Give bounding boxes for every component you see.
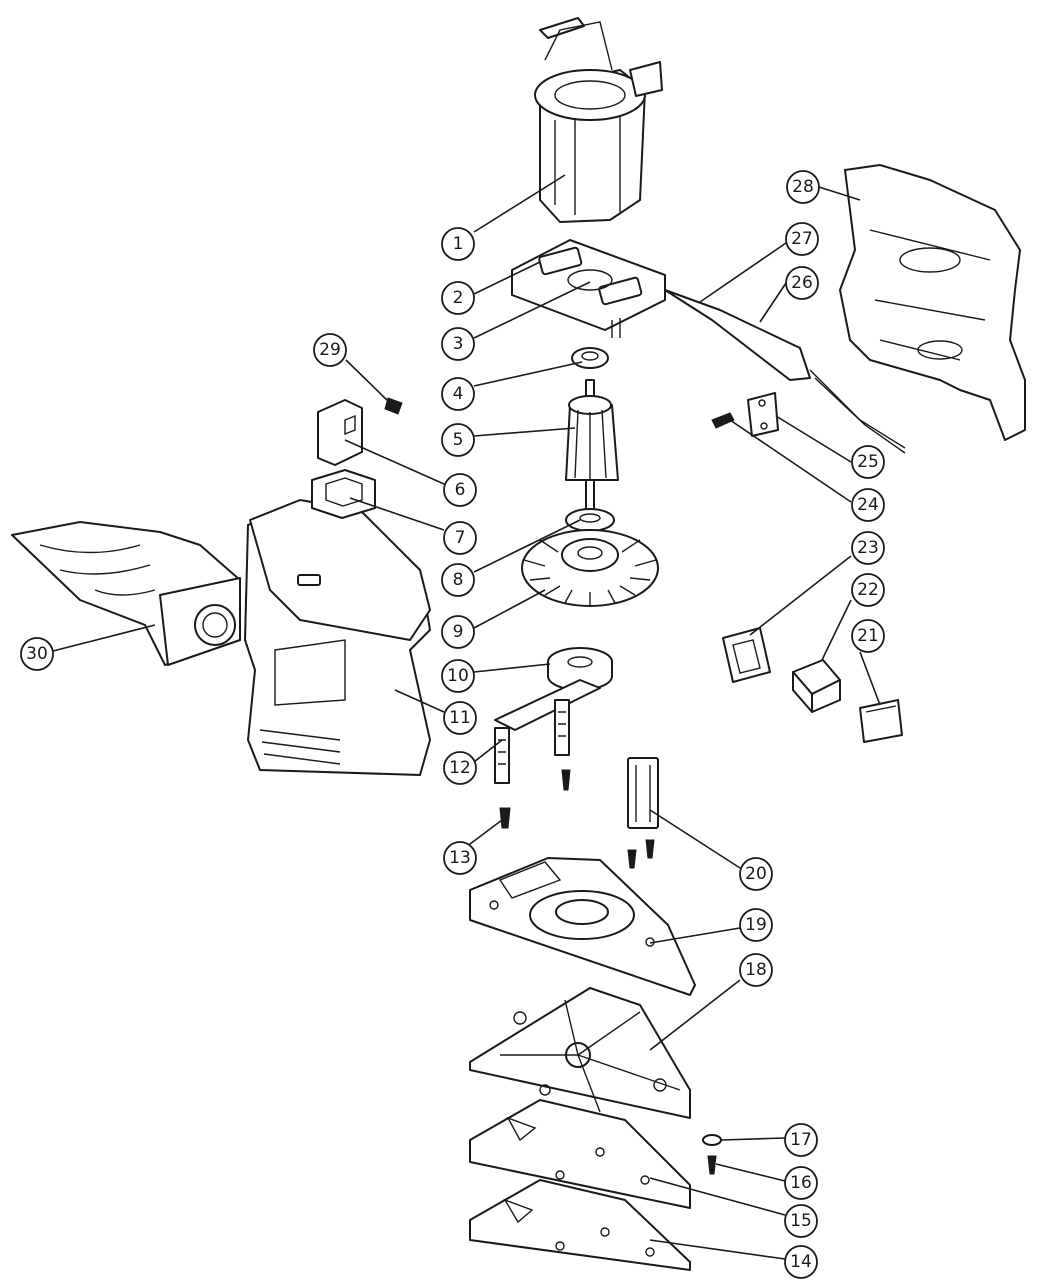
callout-label: 12 — [449, 758, 471, 778]
callout-25: 25 — [851, 445, 885, 479]
part-housing — [244, 499, 431, 776]
callout-label: 28 — [792, 177, 814, 197]
callout-label: 26 — [791, 273, 813, 293]
callout-label: 21 — [857, 626, 879, 646]
callout-label: 11 — [449, 708, 471, 728]
callout-28: 28 — [786, 170, 820, 204]
callout-26: 26 — [785, 266, 819, 300]
callout-label: 19 — [745, 915, 767, 935]
part-power-cord — [664, 289, 906, 454]
part-switch — [792, 659, 841, 713]
callout-label: 10 — [447, 666, 469, 686]
callout-20: 20 — [739, 857, 773, 891]
callout-1: 1 — [441, 227, 475, 261]
callout-17: 17 — [784, 1123, 818, 1157]
part-switch-frame — [722, 627, 771, 683]
callout-label: 2 — [453, 288, 464, 308]
callout-label: 20 — [745, 864, 767, 884]
callout-16: 16 — [784, 1166, 818, 1200]
callout-9: 9 — [441, 615, 475, 649]
callout-5: 5 — [441, 423, 475, 457]
callout-label: 14 — [790, 1252, 812, 1272]
callout-label: 30 — [26, 644, 48, 664]
callout-label: 9 — [453, 622, 464, 642]
callout-label: 8 — [453, 570, 464, 590]
part-filter — [311, 399, 376, 519]
part-guide-block — [627, 757, 659, 829]
callout-label: 3 — [453, 334, 464, 354]
callout-label: 6 — [455, 480, 466, 500]
part-housing-half — [839, 164, 1026, 441]
callout-label: 24 — [857, 495, 879, 515]
callout-27: 27 — [785, 222, 819, 256]
part-pad-15 — [469, 1099, 691, 1209]
leader-lines — [52, 174, 881, 1260]
part-backing-plate — [469, 987, 691, 1119]
part-screw-washer — [702, 1134, 722, 1175]
callout-label: 18 — [745, 960, 767, 980]
callout-label: 13 — [449, 848, 471, 868]
part-switch-cover — [859, 699, 903, 743]
callout-2: 2 — [441, 281, 475, 315]
callout-21: 21 — [851, 619, 885, 653]
callout-15: 15 — [784, 1204, 818, 1238]
callout-22: 22 — [851, 573, 885, 607]
callout-label: 4 — [453, 384, 464, 404]
part-bracket — [494, 679, 601, 784]
callout-label: 23 — [857, 538, 879, 558]
callout-6: 6 — [443, 473, 477, 507]
part-dust-bag — [11, 521, 241, 666]
callout-label: 22 — [857, 580, 879, 600]
callout-label: 7 — [455, 528, 466, 548]
callout-11: 11 — [443, 701, 477, 735]
part-bearing-top — [571, 347, 609, 369]
part-fan — [521, 529, 659, 607]
callout-8: 8 — [441, 563, 475, 597]
callout-14: 14 — [784, 1245, 818, 1279]
callout-label: 5 — [453, 430, 464, 450]
callout-23: 23 — [851, 531, 885, 565]
part-bearing-lower — [565, 508, 615, 532]
callout-18: 18 — [739, 953, 773, 987]
callout-29: 29 — [313, 333, 347, 367]
callout-3: 3 — [441, 327, 475, 361]
part-pad-support — [469, 857, 696, 996]
part-brush-plate — [511, 239, 666, 338]
part-counterweight — [547, 647, 613, 691]
callout-24: 24 — [851, 488, 885, 522]
callout-12: 12 — [443, 751, 477, 785]
callout-30: 30 — [20, 637, 54, 671]
callout-label: 27 — [791, 229, 813, 249]
callout-label: 16 — [790, 1173, 812, 1193]
callout-4: 4 — [441, 377, 475, 411]
callout-label: 17 — [790, 1130, 812, 1150]
part-sheet-14 — [469, 1179, 691, 1271]
callout-label: 29 — [319, 340, 341, 360]
part-screws-small — [499, 769, 655, 869]
part-stator — [534, 17, 663, 223]
callout-13: 13 — [443, 841, 477, 875]
callout-label: 1 — [453, 234, 464, 254]
callout-label: 15 — [790, 1211, 812, 1231]
callout-label: 25 — [857, 452, 879, 472]
callout-10: 10 — [441, 659, 475, 693]
part-cord-clamp — [711, 392, 779, 437]
callout-7: 7 — [443, 521, 477, 555]
part-armature — [565, 379, 619, 513]
callout-19: 19 — [739, 908, 773, 942]
